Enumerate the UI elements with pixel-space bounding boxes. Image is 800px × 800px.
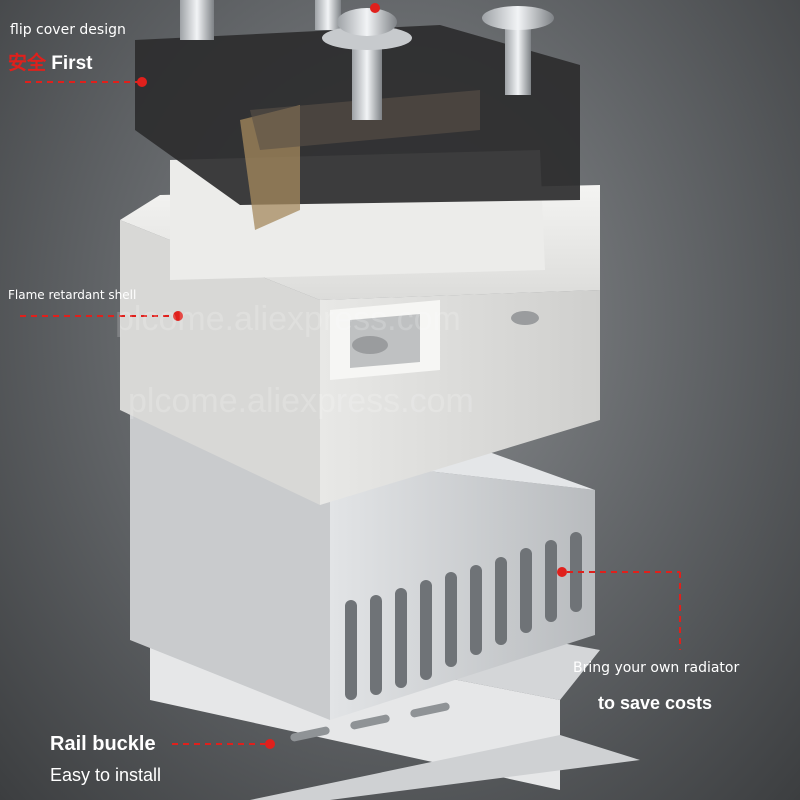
callout-rail-buckle: [172, 739, 275, 749]
flame-retardant-shell: [120, 150, 600, 505]
label-safety-cn: 安全: [8, 53, 47, 74]
callout-flame-shell: [20, 311, 183, 321]
label-first: First: [51, 53, 93, 74]
label-easy-install: Easy to install: [50, 765, 162, 785]
watermark-top: plcome.aliexpress.com: [115, 300, 461, 338]
label-rail-buckle: Rail buckle: [50, 733, 156, 755]
label-radiator-line2: to save costs: [598, 693, 713, 713]
label-flame-shell: Flame retardant shell: [8, 288, 137, 302]
callout-radiator: [557, 567, 681, 650]
label-safety-first: 安全 First: [8, 48, 92, 75]
callout-flip-cover: [25, 3, 380, 87]
terminal-screws: [180, 0, 554, 120]
label-flip-cover: flip cover design: [10, 22, 126, 38]
watermark-bottom: plcome.aliexpress.com: [128, 382, 474, 420]
label-radiator-line1: Bring your own radiator: [573, 660, 740, 676]
